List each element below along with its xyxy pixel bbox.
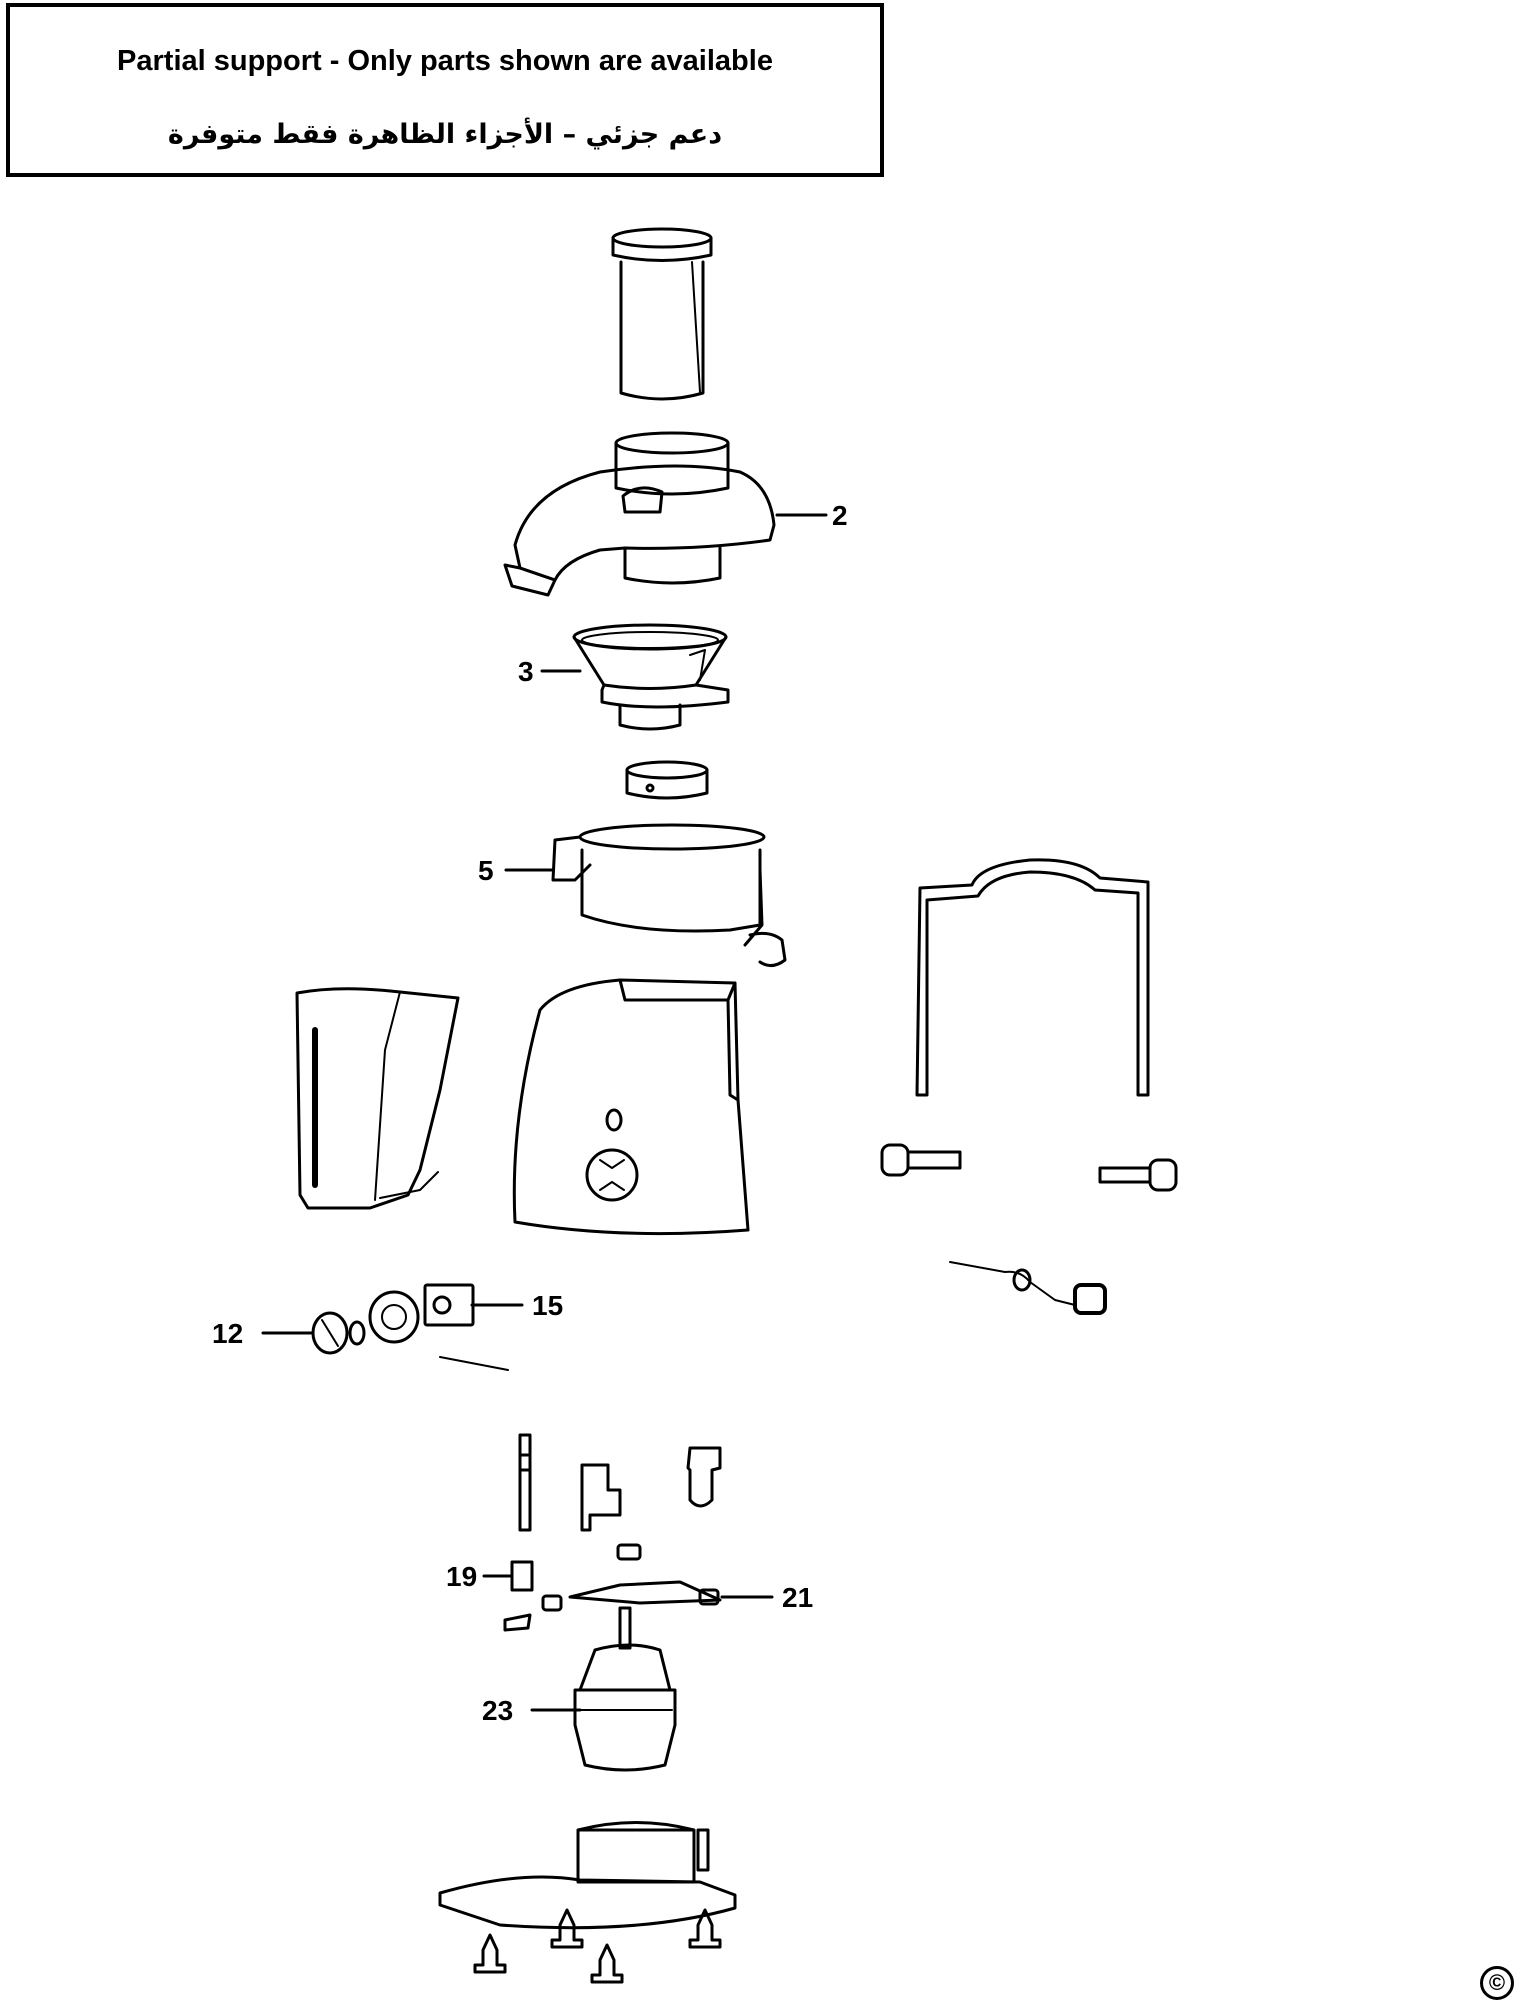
callout-19: 19 (446, 1561, 477, 1592)
part-safety-arm (915, 858, 1150, 1097)
part-15-switch (423, 1283, 475, 1327)
part-power-cord (949, 1261, 1107, 1315)
part-23-motor (573, 1606, 677, 1772)
part-pivot-pins (880, 1143, 1178, 1192)
part-12-knob-assembly (311, 1290, 420, 1355)
part-spring (439, 1356, 509, 1371)
part-base (438, 1821, 737, 1930)
part-5-juice-collector (551, 823, 787, 967)
part-2-lid (503, 431, 776, 597)
part-19-clip (510, 1560, 534, 1592)
part-feet (473, 1908, 722, 1984)
callout-5: 5 (478, 855, 494, 886)
copyright-mark: © (1480, 1966, 1514, 2000)
callout-23: 23 (482, 1695, 513, 1726)
callout-12: 12 (212, 1318, 243, 1349)
availability-notice: Partial support - Only parts shown are a… (6, 3, 884, 177)
callout-21: 21 (782, 1582, 813, 1613)
part-juice-jug (295, 987, 460, 1210)
callout-3: 3 (518, 656, 534, 687)
notice-arabic: دعم جزئي – الأجزاء الظاهرة فقط متوفرة (167, 119, 723, 150)
part-internal-brackets (518, 1433, 722, 1561)
part-cutting-disc (625, 760, 709, 800)
part-food-pusher (611, 227, 713, 401)
callout-2: 2 (832, 500, 848, 531)
part-3-filter-basket (572, 623, 730, 731)
notice-english: Partial support - Only parts shown are a… (117, 45, 773, 77)
callout-15: 15 (532, 1290, 563, 1321)
part-main-body (512, 978, 750, 1236)
part-21-bushing (503, 1580, 722, 1632)
